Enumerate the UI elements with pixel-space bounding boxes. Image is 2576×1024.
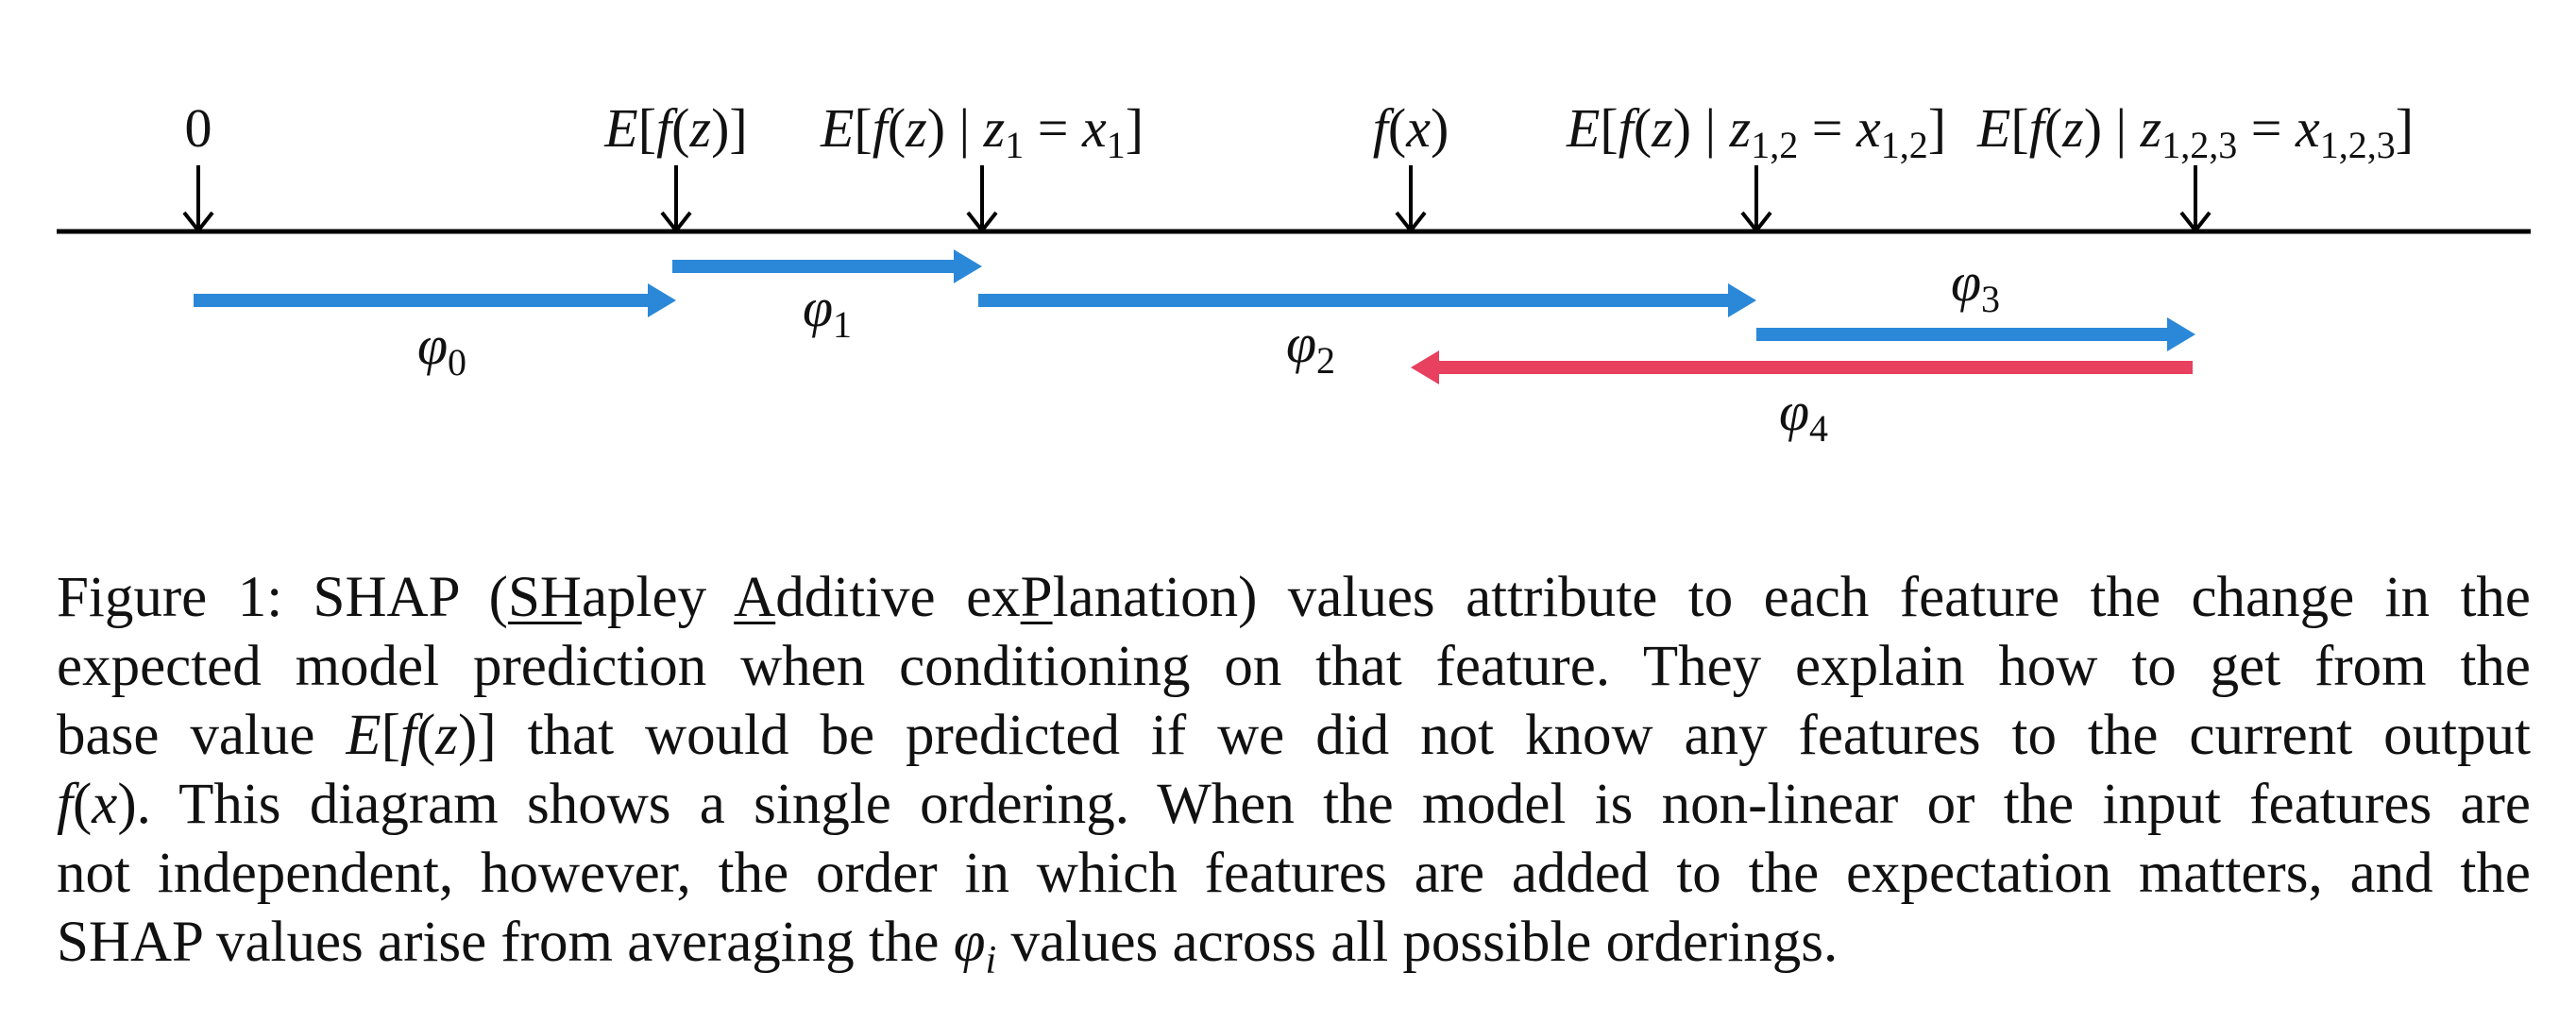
phi0-arrow xyxy=(194,283,676,317)
tick-label-zero: 0 xyxy=(185,97,212,159)
phi2-arrow xyxy=(978,283,1756,317)
tick-arrow-base xyxy=(660,165,692,234)
figure-caption: Figure 1: SHAP (SHapley Additive exPlana… xyxy=(57,563,2531,996)
tick-label-cond12: E[f(z) | z1,2 = x1,2] xyxy=(1566,97,1946,166)
caption-line: f(x). This diagram shows a single orderi… xyxy=(57,773,2531,836)
tick-label-cond123: E[f(z) | z1,2,3 = x1,2,3] xyxy=(1976,97,2414,166)
tick-label-base: E[f(z)] xyxy=(603,97,747,159)
caption-line: SHAP values arise from averaging the φi … xyxy=(57,911,1839,983)
phi3-label: φ3 xyxy=(1951,251,2000,320)
tick-arrow-cond123 xyxy=(2179,165,2212,234)
caption-line: Figure 1: SHAP (SHapley Additive exPlana… xyxy=(57,566,2531,629)
tick-arrow-cond1 xyxy=(966,165,998,234)
phi4-label: φ4 xyxy=(1779,381,1828,450)
phi4-arrow xyxy=(1411,350,2193,384)
caption-line: base value E[f(z)] that would be predict… xyxy=(57,704,2531,767)
tick-arrow-cond12 xyxy=(1740,165,1772,234)
tick-arrow-output xyxy=(1395,165,1427,234)
phi3-arrow xyxy=(1756,317,2195,351)
phi0-label: φ0 xyxy=(417,315,466,384)
caption-line: expected model prediction when condition… xyxy=(57,635,2531,698)
caption-line: not independent, however, the order in w… xyxy=(57,842,2531,905)
tick-label-cond1: E[f(z) | z1 = x1] xyxy=(820,97,1144,166)
phi2-label: φ2 xyxy=(1286,313,1335,382)
shap-diagram: 0 E[f(z)] E[f(z) | z1 = x1] f(x) E[f(z) … xyxy=(57,97,2531,450)
phi1-label: φ1 xyxy=(803,277,852,346)
tick-label-output: f(x) xyxy=(1373,97,1449,159)
phi1-arrow xyxy=(672,249,982,283)
tick-arrow-zero xyxy=(182,165,214,234)
